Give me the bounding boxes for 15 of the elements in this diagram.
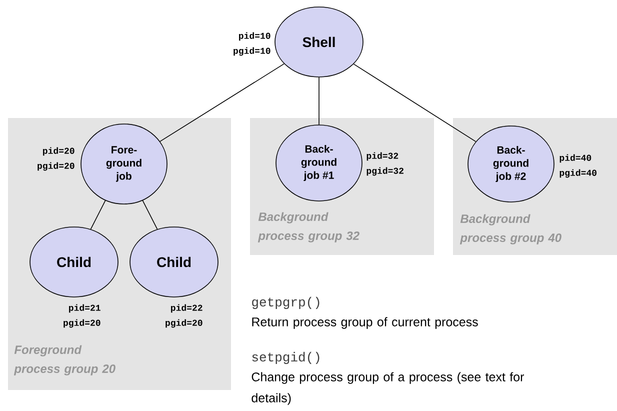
tree-line (353, 64, 476, 142)
tree-line (160, 63, 284, 142)
description: Change process group of a process (see text for details) (252, 372, 524, 405)
function-name: setpgid() (252, 352, 320, 364)
id-label: pid=40 pgid=40 (560, 154, 596, 178)
description: Return process group of current process (252, 317, 478, 329)
tree-line (142, 200, 158, 230)
id-label: pid=10 pgid=10 (234, 32, 270, 56)
id-label: pid=32 pgid=32 (366, 152, 404, 176)
id-label: pid=21 pgid=20 (64, 304, 100, 328)
tree-line (90, 200, 106, 230)
id-label: pid=20 pgid=20 (38, 147, 74, 171)
tree-line (318, 77, 320, 125)
id-label: pid=22 pgid=20 (166, 304, 202, 328)
function-name: getpgrp() (252, 296, 320, 310)
